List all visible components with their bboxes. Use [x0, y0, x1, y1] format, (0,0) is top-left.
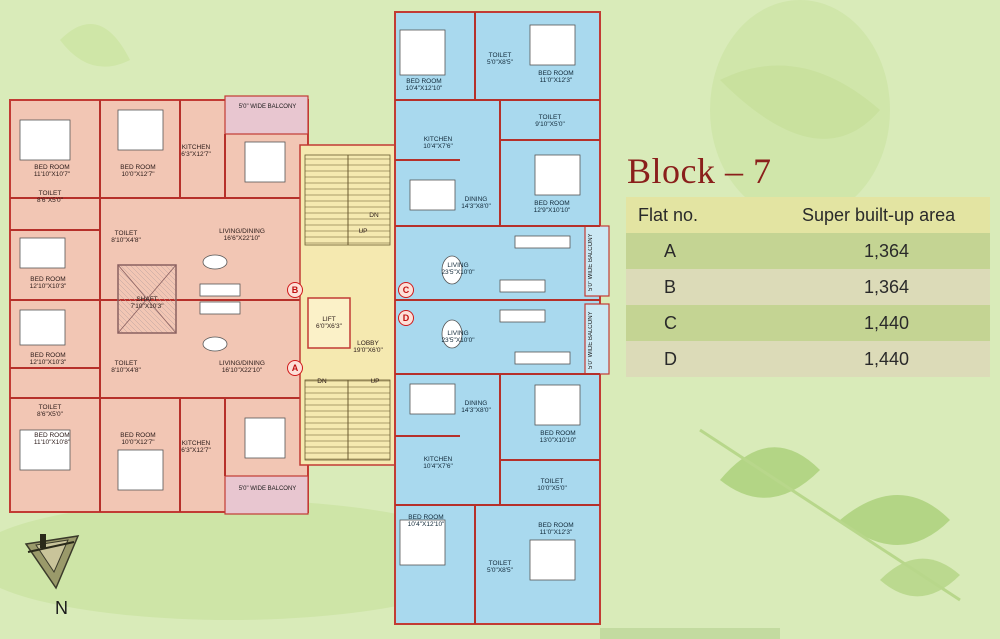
table-row: B 1,364	[626, 269, 990, 305]
flat-marker-b: B	[287, 282, 303, 298]
stair-down-label: DN	[317, 378, 327, 385]
stair-up-label: UP	[358, 228, 368, 235]
north-arrow-icon	[24, 534, 80, 590]
area-cell: 1,364	[864, 276, 910, 297]
stair-down-label: DN	[369, 212, 379, 219]
balcony-label: 5'0" WIDE BALCONY	[238, 104, 297, 110]
balcony-label: 5'0" WIDE BALCONY	[238, 486, 297, 492]
flat-marker-a: A	[287, 360, 303, 376]
flat-no-header: Flat no.	[638, 204, 699, 225]
table-header-row: Flat no. Super built-up area	[626, 197, 990, 233]
area-cell: 1,440	[864, 348, 910, 369]
area-cell: 1,364	[864, 240, 910, 261]
flat-marker-d: D	[398, 310, 414, 326]
area-table: Flat no. Super built-up area A 1,364 B 1…	[626, 197, 990, 377]
north-label: N	[55, 598, 68, 618]
flat-cell: C	[664, 312, 677, 333]
table-row: A 1,364	[626, 233, 990, 269]
balcony-label: 5'0" WIDE BALCONY	[588, 311, 594, 369]
stair-up-label: UP	[370, 378, 380, 385]
flat-cell: B	[664, 276, 677, 297]
table-row: C 1,440	[626, 305, 990, 341]
lift-shaft	[307, 297, 351, 349]
balcony-label: 5'0" WIDE BALCONY	[588, 233, 594, 291]
area-header: Super built-up area	[802, 204, 956, 225]
block-title: Block – 7	[627, 151, 772, 191]
area-cell: 1,440	[864, 312, 910, 333]
flat-marker-c: C	[398, 282, 414, 298]
flat-cell: D	[664, 348, 677, 369]
flat-cell: A	[664, 240, 677, 261]
table-row: D 1,440	[626, 341, 990, 377]
